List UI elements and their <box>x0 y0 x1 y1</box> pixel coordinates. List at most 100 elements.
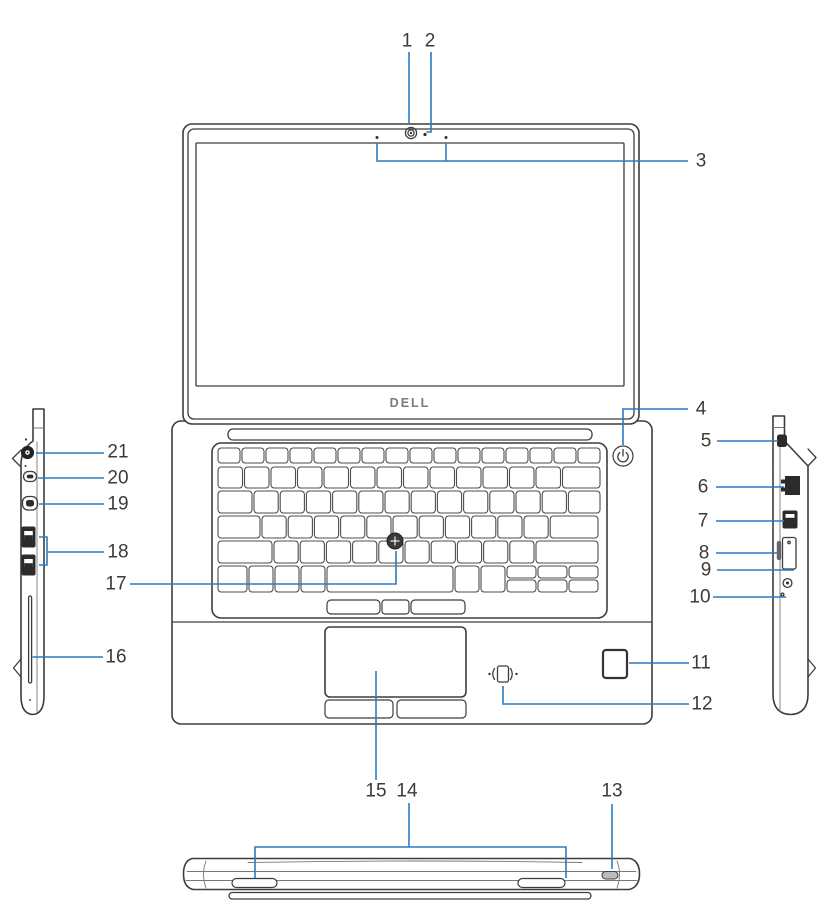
microsd-card-reader <box>776 541 782 560</box>
callout-label-9: 9 <box>700 559 712 581</box>
power-connector-port <box>20 445 35 460</box>
keyboard-key <box>561 466 601 489</box>
touchpad <box>324 626 467 698</box>
keyboard-key <box>463 490 489 514</box>
keyboard-key <box>287 515 313 539</box>
display-screen <box>195 142 625 387</box>
keyboard-key <box>384 490 410 514</box>
keyboard-key <box>358 490 384 514</box>
display-lid: DELL <box>182 123 640 425</box>
keyboard-key <box>535 540 599 564</box>
callout-label-5: 5 <box>700 430 712 452</box>
keyboard-key <box>471 515 497 539</box>
keyboard-key <box>352 540 378 564</box>
keyboard-key <box>217 490 253 514</box>
camera <box>404 126 418 140</box>
keyboard-key <box>265 447 289 464</box>
left-side-view <box>11 408 45 716</box>
fingerprint-reader <box>601 648 629 680</box>
keyboard-key <box>313 515 340 539</box>
keyboard-key <box>402 466 429 489</box>
keyboard <box>217 447 601 593</box>
hinge-strip <box>227 428 593 441</box>
keyboard-key <box>515 490 541 514</box>
keyboard-key <box>313 447 337 464</box>
leader-18b <box>39 536 48 566</box>
callout-label-2: 2 <box>424 30 436 52</box>
callout-label-4: 4 <box>695 398 707 420</box>
keyboard-key <box>568 579 599 593</box>
callout-label-12: 12 <box>691 693 713 715</box>
callout-label-8: 8 <box>698 542 710 564</box>
keyboard-key <box>289 447 313 464</box>
callout-label-20: 20 <box>107 467 129 489</box>
keyboard-key <box>325 540 352 564</box>
power-button <box>612 445 634 467</box>
keyboard-key <box>489 490 515 514</box>
callout-label-17: 17 <box>105 573 127 595</box>
keyboard-key <box>376 466 403 489</box>
leader-17 <box>130 551 397 585</box>
keyboard-key <box>392 515 418 539</box>
leader-2 <box>426 52 432 133</box>
keyboard-key <box>436 490 463 514</box>
leader-3 <box>376 143 688 162</box>
smart-card-dot <box>29 699 31 701</box>
left-latch-notch-bottom <box>12 658 22 678</box>
callout-label-16: 16 <box>105 646 127 668</box>
keyboard-key <box>483 540 509 564</box>
keyboard-key <box>273 540 299 564</box>
keyboard-key <box>243 466 270 489</box>
keyboard-key <box>535 466 562 489</box>
power-status-light <box>24 438 28 441</box>
keyboard-key <box>457 447 481 464</box>
trackpoint-buttons <box>326 599 466 615</box>
keyboard-key <box>455 466 482 489</box>
contactless-card-reader-icon <box>488 665 518 683</box>
keyboard-key <box>553 447 577 464</box>
keyboard-key <box>340 515 366 539</box>
callout-label-14: 14 <box>396 780 418 802</box>
keyboard-key <box>323 466 350 489</box>
keyboard-key <box>385 447 409 464</box>
keyboard-key <box>454 565 480 593</box>
microphones <box>375 136 448 139</box>
keyboard-key <box>456 540 483 564</box>
right-latch-notch-top <box>807 448 817 467</box>
keyboard-key <box>241 447 265 464</box>
keyboard-key <box>261 515 287 539</box>
security-cable-slot <box>777 434 787 447</box>
usb-c-port <box>22 470 38 483</box>
keyboard-key <box>529 447 553 464</box>
leader-4 <box>622 408 688 445</box>
keyboard-key <box>217 565 248 593</box>
keyboard-key <box>480 565 506 593</box>
keyboard-key <box>361 447 385 464</box>
callout-label-15: 15 <box>365 780 387 802</box>
keyboard-key <box>482 466 509 489</box>
left-latch-notch-top <box>11 449 22 468</box>
keyboard-key <box>418 515 444 539</box>
keyboard-key <box>366 515 392 539</box>
keyboard-key <box>349 466 376 489</box>
callout-label-7: 7 <box>697 510 709 532</box>
keyboard-key <box>444 515 471 539</box>
keyboard-key <box>506 565 537 579</box>
usb-a-port <box>782 510 798 529</box>
keyboard-key <box>299 540 325 564</box>
keyboard-key <box>523 515 549 539</box>
keyboard-key <box>274 565 300 593</box>
keyboard-key <box>217 540 273 564</box>
keyboard-key <box>506 579 537 593</box>
hdmi-port <box>21 495 39 511</box>
callout-label-18: 18 <box>107 541 129 563</box>
keyboard-key <box>217 447 241 464</box>
camera-status-light <box>423 132 427 137</box>
sim-card-slot <box>781 536 797 570</box>
keyboard-key <box>509 540 535 564</box>
keyboard-key <box>429 466 456 489</box>
usb-a-ports <box>21 526 36 576</box>
keyboard-key <box>577 447 601 464</box>
keyboard-key <box>279 490 305 514</box>
